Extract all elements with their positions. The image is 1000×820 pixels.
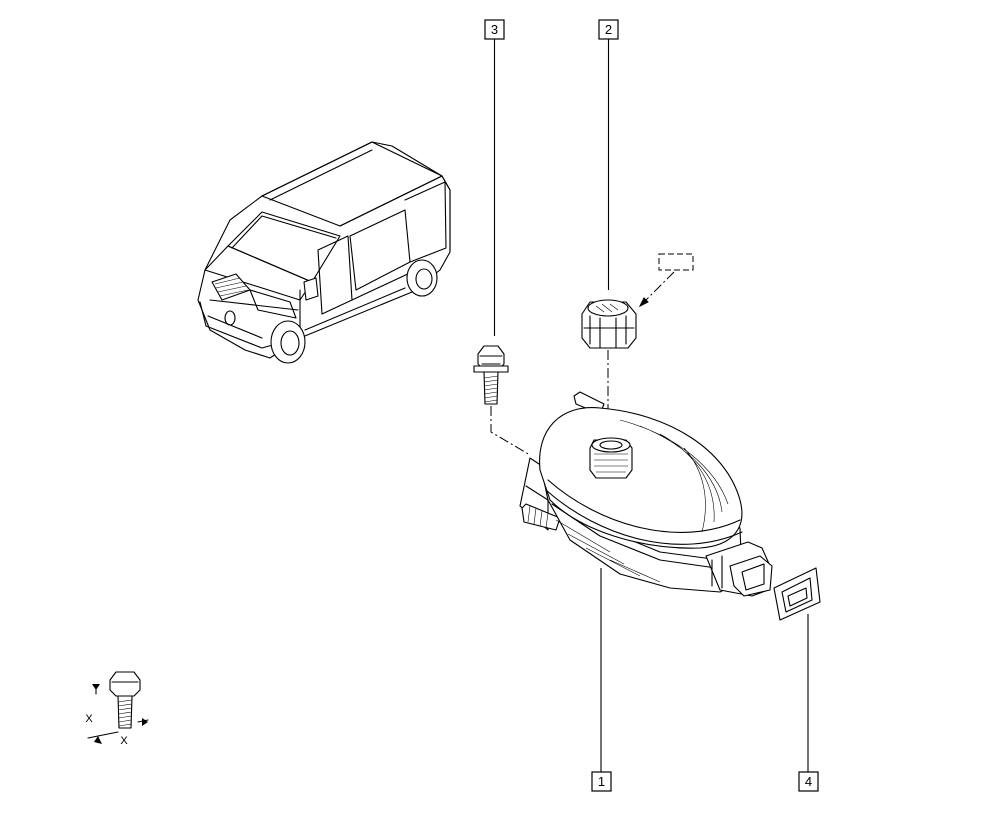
reference-frame [658,253,694,271]
torque-arrow-lower-icon [94,736,102,744]
callout-1-label: 1 [598,774,605,789]
bolt-part-3 [473,345,531,456]
callout-3-label: 3 [491,22,498,37]
torque-x-upper: X [85,713,93,725]
callout-2-label: 2 [605,22,612,37]
callout-4-label: 4 [805,774,812,789]
callout-1-box [591,771,612,792]
expansion-tank-part-1 [519,391,773,597]
callout-4-box [798,771,819,792]
gasket-part-4 [773,567,821,621]
van-illustration [197,141,451,364]
torque-arrow-icon [92,684,100,690]
callout-1: 1 [591,568,612,792]
torque-legend: X X [85,671,149,747]
filler-cap-part-2 [581,253,694,452]
callout-3: 3 [484,19,505,336]
callout-4: 4 [798,614,819,792]
callout-2: 2 [598,19,619,290]
torque-x-lower: X [120,735,128,747]
